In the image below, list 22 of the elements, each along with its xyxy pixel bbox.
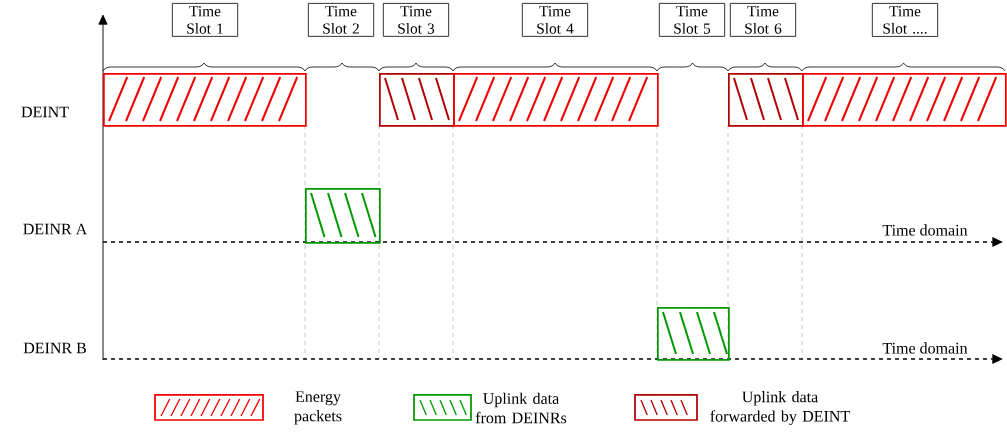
time-slot-box: Time Slot 5 (658, 3, 726, 37)
legend-label: Uplink data from DEINRs (475, 392, 567, 424)
row-label: DEINT (21, 106, 69, 118)
time-slot-box: Time Slot 2 (307, 3, 375, 37)
time-slot-box: Time Slot .... (871, 3, 939, 37)
time-slot-box: Time Slot 6 (729, 3, 797, 37)
axis-label: Time domain (882, 224, 968, 236)
uplink-data-bar (305, 188, 381, 244)
forwarded-data-bar (379, 73, 455, 127)
uplink-data-bar (657, 307, 730, 361)
row-label: DEINR B (23, 342, 86, 354)
row-label: DEINR A (23, 223, 88, 235)
energy-packet-bar (453, 73, 659, 127)
forwarded-data-bar (728, 73, 804, 127)
energy-packet-bar (802, 73, 1007, 127)
legend-label: Energy packets (294, 391, 342, 425)
energy-packet-bar (103, 73, 307, 127)
axis-label: Time domain (882, 342, 968, 354)
time-slot-box: Time Slot 4 (521, 3, 589, 37)
legend-label: Uplink data forwarded by DEINT (710, 391, 850, 425)
time-slot-box: Time Slot 3 (382, 3, 450, 37)
time-slot-box: Time Slot 1 (171, 3, 239, 37)
